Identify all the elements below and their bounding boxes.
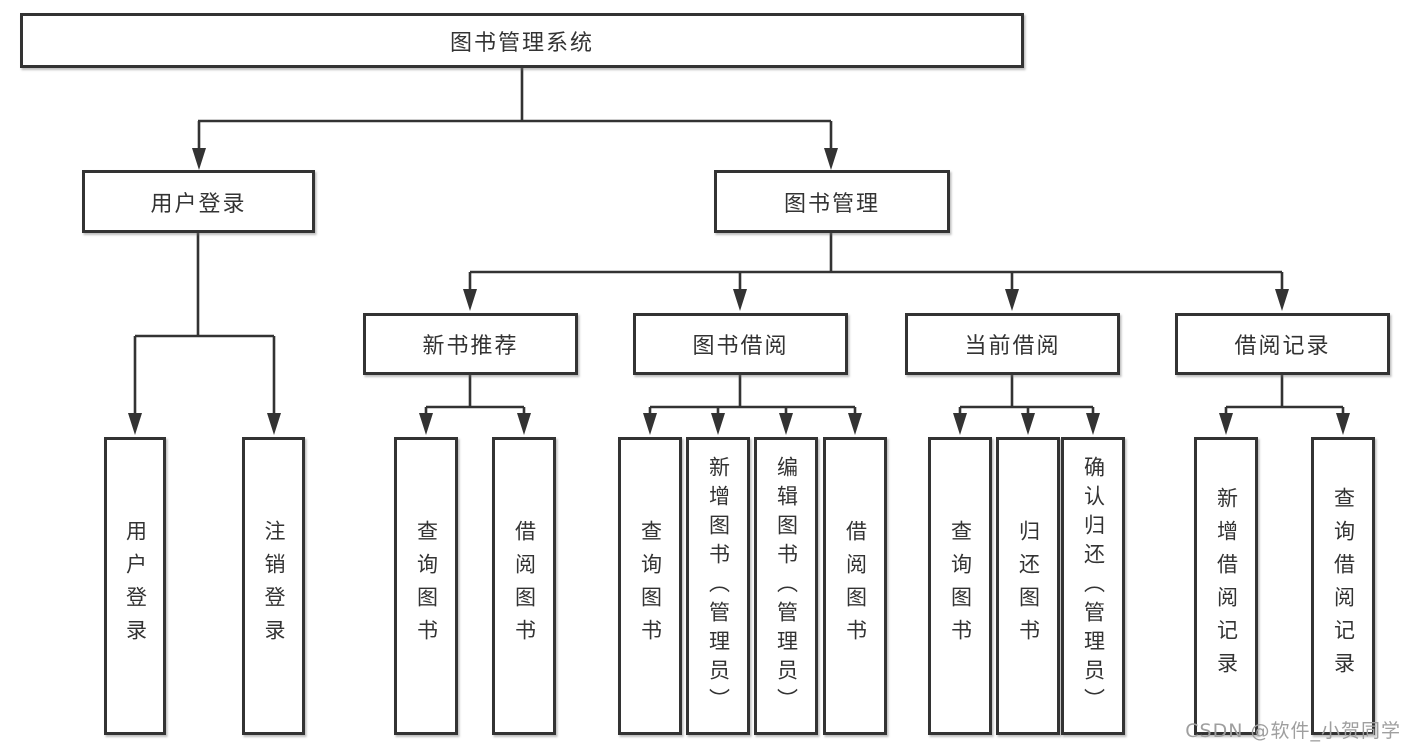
leaf-logout-label: 注销登录	[262, 520, 286, 652]
node-book-management: 图书管理	[714, 170, 950, 233]
leaf-query-books-current: 查询图书	[928, 437, 992, 735]
leaf-return-books-label: 归还图书	[1016, 520, 1041, 652]
arrowheads	[128, 148, 1350, 435]
leaf-query-borrow-record: 查询借阅记录	[1311, 437, 1375, 735]
leaf-add-books-admin: 新增图书（管理员）	[686, 437, 750, 735]
leaf-query-books-current-label: 查询图书	[948, 520, 973, 652]
node-book-borrow: 图书借阅	[633, 313, 848, 375]
leaf-confirm-return-admin-label: 确认归还（管理员）	[1081, 455, 1106, 717]
leaf-edit-books-admin-label: 编辑图书（管理员）	[774, 455, 799, 717]
node-user-login-branch: 用户登录	[82, 170, 315, 233]
leaf-query-borrow-record-label: 查询借阅记录	[1331, 487, 1356, 685]
leaf-borrow-books-recommend: 借阅图书	[492, 437, 556, 735]
leaf-borrow-books-recommend-label: 借阅图书	[512, 520, 537, 652]
leaf-logout: 注销登录	[242, 437, 305, 735]
leaf-borrow-books: 借阅图书	[823, 437, 887, 735]
leaf-add-borrow-record-label: 新增借阅记录	[1214, 487, 1239, 685]
leaf-query-books-recommend: 查询图书	[394, 437, 458, 735]
leaf-query-books-recommend-label: 查询图书	[414, 520, 439, 652]
leaf-query-books-borrow-label: 查询图书	[638, 520, 663, 652]
connector-lines	[133, 68, 1345, 414]
node-new-book-recommend: 新书推荐	[363, 313, 578, 375]
leaf-borrow-books-label: 借阅图书	[843, 520, 868, 652]
watermark: CSDN @软件_小贺同学	[1185, 720, 1401, 742]
leaf-add-books-admin-label: 新增图书（管理员）	[706, 455, 731, 717]
leaf-user-login: 用户登录	[104, 437, 166, 735]
leaf-add-borrow-record: 新增借阅记录	[1194, 437, 1258, 735]
node-root: 图书管理系统	[20, 13, 1024, 68]
node-current-borrow: 当前借阅	[905, 313, 1120, 375]
leaf-return-books: 归还图书	[996, 437, 1060, 735]
leaf-user-login-label: 用户登录	[123, 520, 148, 652]
leaf-edit-books-admin: 编辑图书（管理员）	[754, 437, 818, 735]
leaf-query-books-borrow: 查询图书	[618, 437, 682, 735]
node-borrow-records: 借阅记录	[1175, 313, 1390, 375]
leaf-confirm-return-admin: 确认归还（管理员）	[1061, 437, 1125, 735]
